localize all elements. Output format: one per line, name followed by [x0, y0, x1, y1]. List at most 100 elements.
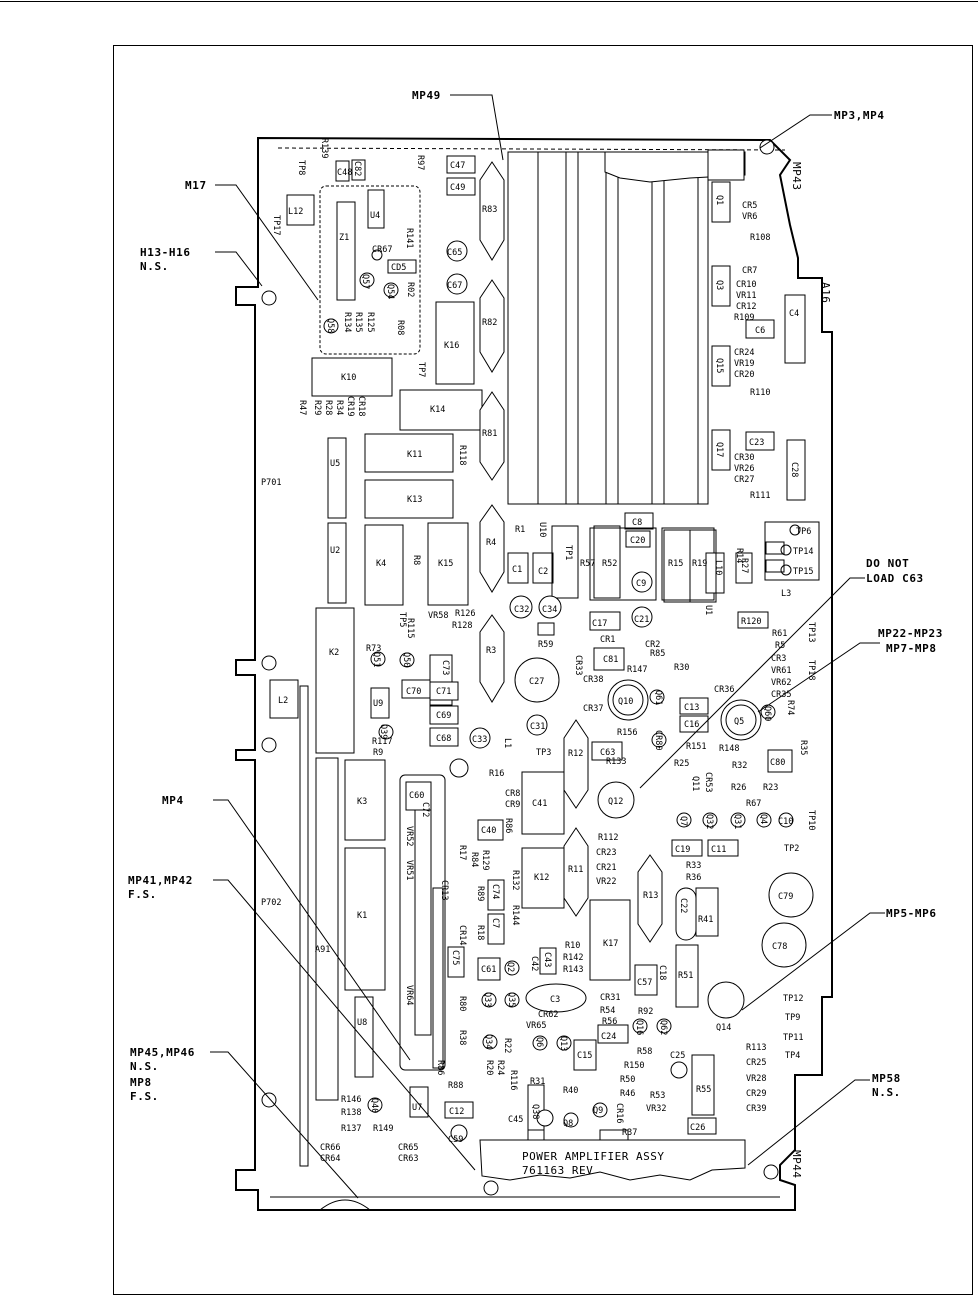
ref-q10: Q10 — [618, 697, 633, 707]
ref-r138: R138 — [341, 1108, 361, 1118]
ref-z1: Z1 — [339, 233, 349, 243]
ref-c72: C72 — [420, 802, 430, 817]
ref-r56: R56 — [602, 1017, 617, 1027]
ref-tp9: TP9 — [785, 1013, 800, 1023]
ref-q15: Q15 — [714, 358, 724, 373]
ref-q8: Q8 — [563, 1119, 573, 1129]
ref-r147: R147 — [627, 665, 647, 675]
ref-cr38: CR38 — [583, 675, 603, 685]
ref-tp5: TP5 — [397, 612, 407, 627]
ref-cr67: CR67 — [372, 245, 392, 255]
ref-vr52: VR52 — [404, 826, 414, 846]
ref-q31: Q31 — [732, 814, 742, 829]
ref-r126: R126 — [455, 609, 475, 619]
ref-cr29: CR29 — [746, 1089, 766, 1099]
ref-r118: R118 — [457, 445, 467, 465]
ref-c21: C21 — [634, 615, 649, 625]
ref-k2: K2 — [329, 648, 339, 658]
ref-c81: C81 — [603, 655, 618, 665]
ref-tp2: TP2 — [784, 844, 799, 854]
ref-r31: R31 — [530, 1077, 545, 1087]
ref-c28: C28 — [789, 462, 799, 477]
ref-tp8: TP8 — [296, 160, 306, 175]
ref-cr63: CR63 — [398, 1154, 418, 1164]
ref-r25: R25 — [674, 759, 689, 769]
ref-cr5: CR5 — [742, 201, 757, 211]
ref-c19: C19 — [675, 845, 690, 855]
ref-c15: C15 — [577, 1051, 592, 1061]
ref-l3: L3 — [781, 589, 791, 599]
ref-cr25: CR25 — [746, 1058, 766, 1068]
ref-c63: C63 — [600, 748, 615, 758]
ref-c22: C22 — [678, 898, 688, 913]
ref-r50: R50 — [620, 1075, 635, 1085]
ref-c40: C40 — [481, 826, 496, 836]
ref-q54: Q54 — [385, 284, 395, 299]
ref-vr32: VR32 — [646, 1104, 666, 1114]
ref-r142: R142 — [563, 953, 583, 963]
callout-mp49: MP49 — [412, 89, 441, 102]
ref-r52: R52 — [602, 559, 617, 569]
ref-cr14: CR14 — [457, 925, 467, 945]
ref-c71: C71 — [436, 687, 451, 697]
callout-do-not-2: LOAD C63 — [866, 572, 924, 585]
ref-cr37: CR37 — [583, 704, 603, 714]
ref-u10: U10 — [537, 522, 547, 537]
ref-c65: C65 — [447, 248, 462, 258]
ref-r61: R61 — [772, 629, 787, 639]
round-components — [323, 240, 814, 1142]
ref-r92: R92 — [638, 1007, 653, 1017]
ref-c31: C31 — [530, 722, 545, 732]
ref-q9: Q9 — [593, 1106, 603, 1116]
ref-r149: R149 — [373, 1124, 393, 1134]
ref-cr12: CR12 — [736, 302, 756, 312]
ref-r35: R35 — [798, 740, 808, 755]
ref-c3: C3 — [550, 995, 560, 1005]
ref-k11: K11 — [407, 450, 422, 460]
ref-q3: Q3 — [714, 280, 724, 290]
ref-c79: C79 — [778, 892, 793, 902]
ref-r86b: R86 — [435, 1060, 445, 1075]
ref-c26: C26 — [690, 1123, 705, 1133]
callout-mp8: MP8 — [130, 1076, 152, 1089]
power-resistors — [479, 161, 717, 943]
ref-r18: R18 — [475, 925, 485, 940]
ref-cr65: CR65 — [398, 1143, 418, 1153]
board-title-line2: 761163 REV — [522, 1164, 593, 1177]
page-rule — [0, 1, 978, 2]
ref-r139: R139 — [319, 138, 329, 158]
ref-l2: L2 — [278, 696, 288, 706]
ref-cr23: CR23 — [596, 848, 616, 858]
ref-u7: U7 — [412, 1103, 422, 1113]
ref-c34: C34 — [542, 605, 557, 615]
callout-mp7-mp8: MP7-MP8 — [886, 642, 937, 655]
ref-tp3: TP3 — [536, 748, 551, 758]
ref-vr58: VR58 — [428, 611, 448, 621]
callout-mp3-mp4: MP3,MP4 — [834, 109, 885, 122]
ref-q11: Q11 — [690, 776, 700, 791]
callouts: MP49 MP3,MP4 M17 H13-H16 N.S. DO NOT LOA… — [128, 89, 942, 1103]
callout-do-not-1: DO NOT — [866, 557, 909, 570]
ref-cr19: CR19 — [345, 396, 355, 416]
label-mp44: MP44 — [790, 1150, 803, 1179]
ref-q38: Q38 — [530, 1104, 540, 1119]
ref-r85: R85 — [650, 649, 665, 659]
ref-c10: C10 — [778, 817, 793, 827]
ref-c57: C57 — [637, 978, 652, 988]
callout-leaders — [210, 94, 885, 1199]
ref-c1: C1 — [512, 565, 522, 575]
ref-r151: R151 — [686, 742, 706, 752]
ref-tp6: TP6 — [796, 527, 811, 537]
ref-c4: C4 — [789, 309, 799, 319]
ref-cr36: CR36 — [714, 685, 734, 695]
ref-k17: K17 — [603, 939, 618, 949]
ref-r5: R5 — [775, 641, 785, 651]
ref-r24: R24 — [495, 1060, 505, 1075]
ref-r51: R51 — [678, 971, 693, 981]
ref-r89: R89 — [475, 886, 485, 901]
ref-q17: Q17 — [714, 442, 724, 457]
ref-c16: C16 — [684, 720, 699, 730]
ref-q58: Q58 — [325, 318, 335, 333]
ref-cr80: CR80 — [653, 730, 663, 750]
ref-c32: C32 — [514, 605, 529, 615]
